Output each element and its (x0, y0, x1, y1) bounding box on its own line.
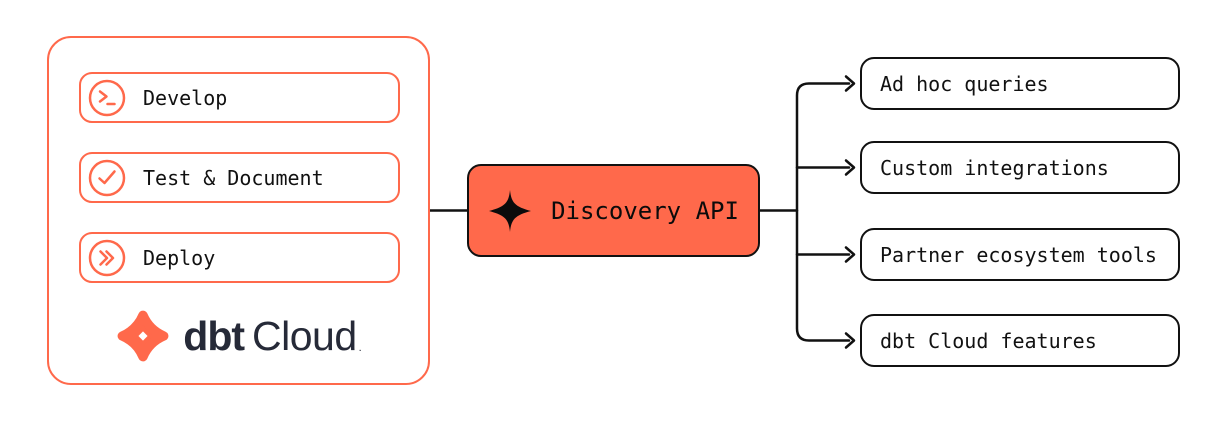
stage-label: Deploy (143, 245, 216, 270)
trademark-dot: . (358, 342, 362, 355)
terminal-icon (88, 79, 126, 116)
consumer-label: Custom integrations (880, 155, 1109, 180)
double-chevron-icon (88, 239, 126, 276)
stage-label: Develop (143, 85, 228, 110)
dbt-logo-icon (117, 310, 169, 362)
dbt-cloud-wordmark: dbt Cloud . (183, 312, 362, 359)
consumer-label: dbt Cloud features (880, 328, 1097, 353)
sparkle-icon (489, 189, 532, 232)
hub-label: Discovery API (551, 196, 739, 225)
consumer-partner-ecosystem-tools: Partner ecosystem tools (860, 228, 1180, 281)
stage-label: Test & Document (143, 165, 324, 190)
consumer-dbt-cloud-features: dbt Cloud features (860, 314, 1180, 367)
stage-deploy: Deploy (79, 232, 400, 283)
dbt-cloud-panel: Develop Test & Document Deploy dbt (47, 36, 430, 385)
stage-test-document: Test & Document (79, 152, 400, 203)
stage-develop: Develop (79, 72, 400, 123)
arrowhead (844, 246, 856, 263)
dbt-cloud-logo: dbt Cloud . (49, 304, 428, 368)
arrowhead (844, 159, 856, 176)
consumer-ad-hoc-queries: Ad hoc queries (860, 57, 1180, 110)
check-circle-icon (88, 159, 126, 196)
consumer-custom-integrations: Custom integrations (860, 141, 1180, 194)
discovery-api-box: Discovery API (467, 164, 760, 257)
arrowhead (844, 75, 856, 92)
consumer-label: Ad hoc queries (880, 71, 1049, 96)
arrowhead (844, 332, 856, 349)
consumer-label: Partner ecosystem tools (880, 242, 1157, 267)
